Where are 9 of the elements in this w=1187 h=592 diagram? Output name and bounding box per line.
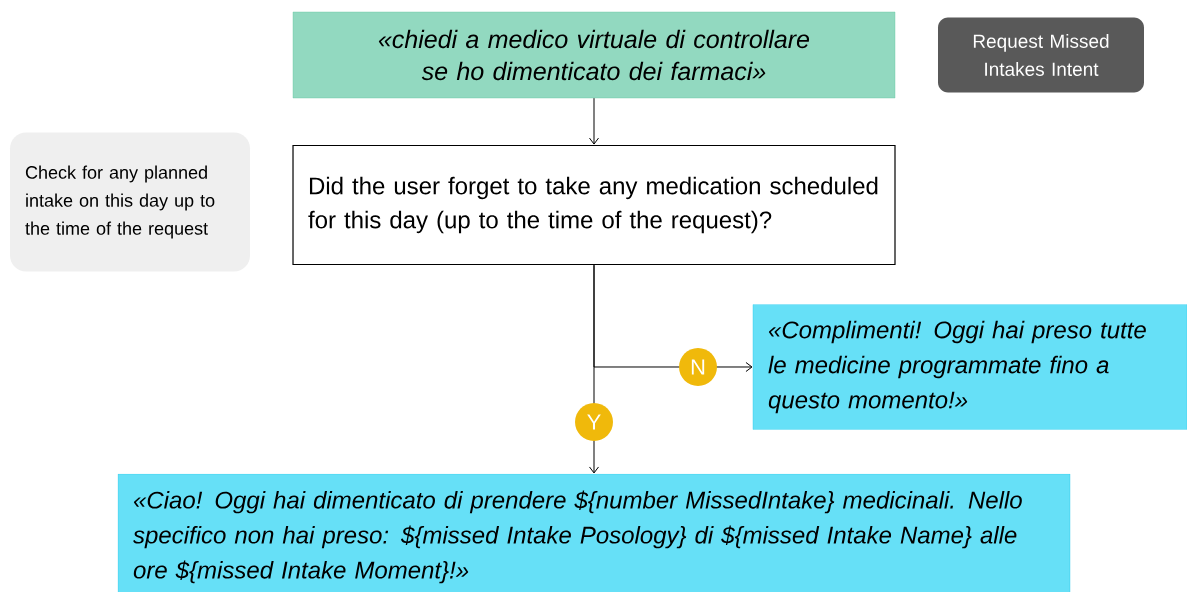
response-box: «Ciao! Oggi hai dimenticato di prendere ${number MissedIntake} medicinali. Nello specifico non hai preso: ${missed Intake Posology} di ${missed Intake Name} alle ore ${missed Intake Moment}!»	[117, 473, 1071, 592]
decision-box: Did the user forget to take any medication scheduled for this day (up to the time of the request)?	[292, 144, 896, 266]
utterance-box: «chiedi a medico virtuale di controllare se ho dimenticato dei farmaci»	[292, 11, 896, 99]
edge-label: N	[679, 348, 717, 386]
intent-badge: Request Missed Intakes Intent	[938, 17, 1144, 93]
arrow	[589, 97, 599, 145]
edge-label: Y	[575, 403, 613, 441]
note-box: Check for any planned intake on this day up to the time of the request	[10, 132, 250, 272]
response-box: «Complimenti! Oggi hai preso tutte le medicine programmate fino a questo momento!»	[752, 304, 1187, 430]
